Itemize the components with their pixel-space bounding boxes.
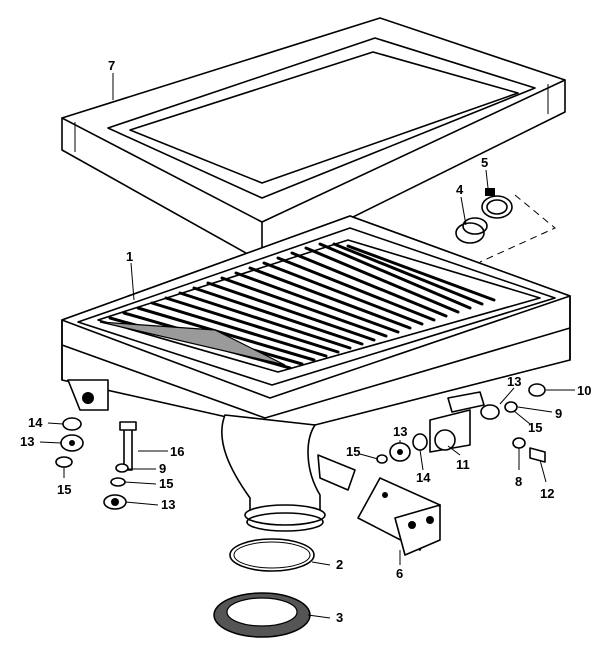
callout-15: 15 [346,444,360,459]
callout-16: 16 [170,444,184,459]
callout-labels: 7 5 4 1 13 10 9 15 14 13 16 9 15 15 13 1… [20,58,591,625]
part-1-airbox [61,215,571,532]
callout-5: 5 [481,155,488,170]
part-4-hose [455,217,488,244]
callout-8: 8 [515,474,522,489]
callout-11: 11 [456,457,470,472]
part-3-gasket [213,592,311,638]
callout-13: 13 [507,374,521,389]
callout-14: 14 [28,415,43,430]
filter-ribs [108,242,496,370]
callout-13: 13 [393,424,407,439]
part-5-clamp [481,188,513,219]
callout-15: 15 [159,476,173,491]
callout-7: 7 [108,58,115,73]
callout-12: 12 [540,486,554,501]
callout-4: 4 [456,182,464,197]
callout-13: 13 [161,497,175,512]
part-2-o-ring [229,538,315,572]
callout-14: 14 [416,470,431,485]
callout-9: 9 [159,461,166,476]
leader-lines [39,73,575,619]
callout-6: 6 [396,566,403,581]
callout-15: 15 [57,482,71,497]
callout-1: 1 [126,249,133,264]
callout-10: 10 [577,383,591,398]
callout-3: 3 [336,610,343,625]
part-6-bracket [357,477,441,556]
part-7-cover [61,17,566,263]
callout-13: 13 [20,434,34,449]
callout-9: 9 [555,406,562,421]
callout-2: 2 [336,557,343,572]
callout-15: 15 [528,420,542,435]
